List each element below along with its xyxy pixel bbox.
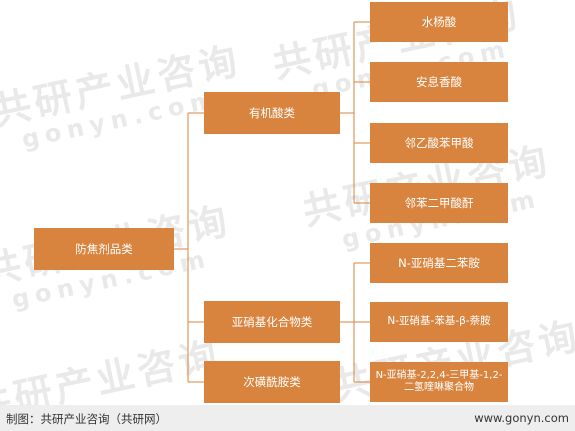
root-node: 防焦剂品类 (34, 228, 174, 270)
item-node: 邻苯二甲酸酐 (370, 183, 508, 223)
category-node-sulfenamides: 次磺酰胺类 (204, 361, 340, 403)
footer-source: 制图：共研产业咨询（共研网） (6, 412, 167, 426)
item-node: 安息香酸 (370, 62, 508, 102)
item-node: 水杨酸 (370, 2, 508, 42)
category-node-organic-acids: 有机酸类 (204, 92, 340, 134)
category-node-nitroso-compounds: 亚硝基化合物类 (204, 301, 340, 343)
item-node: N-亚硝基二苯胺 (370, 243, 508, 283)
item-node: 邻乙酸苯甲酸 (370, 123, 508, 163)
item-node: N-亚硝基-2,2,4-三甲基-1,2-二氢喹啉聚合物 (370, 362, 508, 402)
footer-bar: 制图：共研产业咨询（共研网） www.gonyn.com (0, 405, 575, 431)
footer-url: www.gonyn.com (474, 411, 569, 425)
item-node: N-亚硝基-苯基-β-萘胺 (370, 302, 508, 342)
